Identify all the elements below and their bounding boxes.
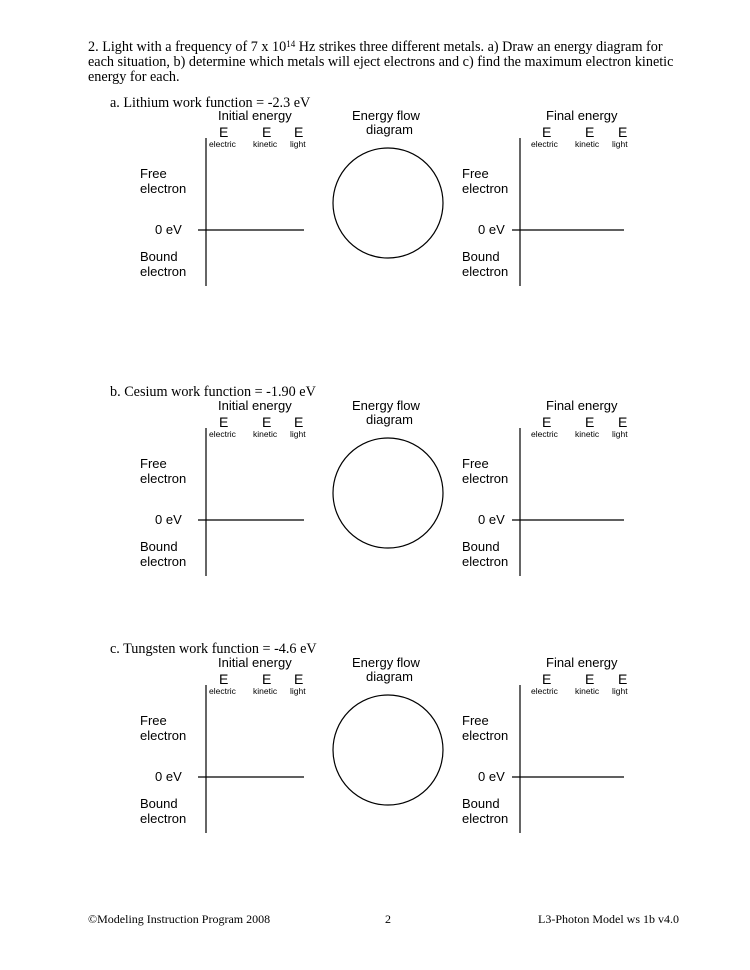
final-energy-heading: Final energy bbox=[546, 655, 618, 670]
energy-flow-circle bbox=[332, 147, 444, 259]
electric-subscript: electric bbox=[209, 139, 236, 149]
kinetic-subscript: kinetic bbox=[253, 429, 278, 439]
electric-subscript-final: electric bbox=[531, 139, 558, 149]
e-light: E bbox=[294, 671, 304, 687]
part-c-label: c. Tungsten work function = -4.6 eV bbox=[110, 641, 317, 657]
electric-subscript-final: electric bbox=[531, 686, 558, 696]
energy-flow-heading: Energy flow bbox=[352, 108, 420, 123]
initial-energy-heading: Initial energy bbox=[218, 655, 292, 670]
final-energy-heading: Final energy bbox=[546, 398, 618, 413]
energy-diagram-c: Initial energy E E E electric kinetic li… bbox=[0, 655, 750, 855]
e-electric: E bbox=[219, 124, 229, 140]
light-subscript: light bbox=[290, 686, 306, 696]
e-kinetic: E bbox=[262, 671, 272, 687]
electric-subscript-final: electric bbox=[531, 429, 558, 439]
initial-energy-heading: Initial energy bbox=[218, 398, 292, 413]
page-number: 2 bbox=[385, 912, 391, 926]
part-b-label: b. Cesium work function = -1.90 eV bbox=[110, 384, 316, 400]
diagram-lines bbox=[198, 428, 624, 576]
e-light: E bbox=[294, 414, 304, 430]
kinetic-subscript: kinetic bbox=[253, 139, 278, 149]
e-light-final: E bbox=[618, 671, 628, 687]
e-electric: E bbox=[219, 671, 229, 687]
light-subscript: light bbox=[290, 139, 306, 149]
kinetic-subscript: kinetic bbox=[253, 686, 278, 696]
light-subscript-final: light bbox=[612, 429, 628, 439]
energy-diagram-b: Initial energy E E E electric kinetic li… bbox=[0, 398, 750, 598]
footer-doc-id: L3-Photon Model ws 1b v4.0 bbox=[538, 912, 679, 926]
zero-ev-label: 0 eV bbox=[155, 512, 182, 527]
light-subscript-final: light bbox=[612, 139, 628, 149]
energy-flow-heading: Energy flow bbox=[352, 655, 420, 670]
zero-ev-label: 0 eV bbox=[155, 222, 182, 237]
e-electric-final: E bbox=[542, 124, 552, 140]
part-a-label: a. Lithium work function = -2.3 eV bbox=[110, 95, 311, 111]
e-electric: E bbox=[219, 414, 229, 430]
energy-diagram-a: Initial energy E E E electric kinetic li… bbox=[0, 108, 750, 308]
diagram-lines bbox=[198, 138, 624, 286]
kinetic-subscript-final: kinetic bbox=[575, 139, 600, 149]
diagram-lines bbox=[198, 685, 624, 833]
e-light-final: E bbox=[618, 124, 628, 140]
e-electric-final: E bbox=[542, 671, 552, 687]
kinetic-subscript-final: kinetic bbox=[575, 429, 600, 439]
energy-flow-circle bbox=[332, 437, 444, 549]
energy-flow-heading: Energy flow bbox=[352, 398, 420, 413]
e-electric-final: E bbox=[542, 414, 552, 430]
e-kinetic: E bbox=[262, 124, 272, 140]
energy-flow-circle bbox=[332, 694, 444, 806]
question-text: 2. Light with a frequency of 7 x 1014 Hz… bbox=[88, 39, 674, 85]
electric-subscript: electric bbox=[209, 429, 236, 439]
initial-energy-heading: Initial energy bbox=[218, 108, 292, 123]
zero-ev-label-final: 0 eV bbox=[478, 769, 505, 784]
e-light-final: E bbox=[618, 414, 628, 430]
electric-subscript: electric bbox=[209, 686, 236, 696]
kinetic-subscript-final: kinetic bbox=[575, 686, 600, 696]
e-kinetic-final: E bbox=[585, 671, 595, 687]
light-subscript-final: light bbox=[612, 686, 628, 696]
footer-copyright: ©Modeling Instruction Program 2008 bbox=[88, 912, 271, 926]
e-kinetic-final: E bbox=[585, 414, 595, 430]
e-kinetic: E bbox=[262, 414, 272, 430]
energy-flow-subheading: diagram bbox=[366, 669, 413, 684]
energy-flow-subheading: diagram bbox=[366, 122, 413, 137]
final-energy-heading: Final energy bbox=[546, 108, 618, 123]
energy-flow-subheading: diagram bbox=[366, 412, 413, 427]
zero-ev-label-final: 0 eV bbox=[478, 512, 505, 527]
zero-ev-label-final: 0 eV bbox=[478, 222, 505, 237]
e-kinetic-final: E bbox=[585, 124, 595, 140]
light-subscript: light bbox=[290, 429, 306, 439]
zero-ev-label: 0 eV bbox=[155, 769, 182, 784]
e-light: E bbox=[294, 124, 304, 140]
